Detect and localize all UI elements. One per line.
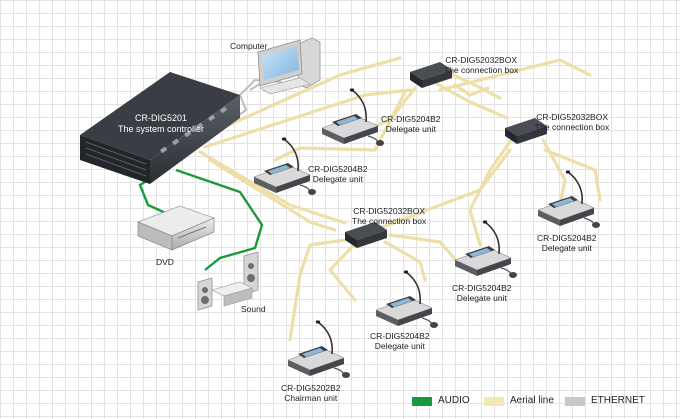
delegate-unit-5 [375, 270, 438, 328]
chairman-label: CR-DIG5202B2 Chairman unit [281, 383, 341, 403]
sound-system [197, 251, 259, 311]
connection-box-2 [505, 118, 547, 144]
controller-model: CR-DIG5201 [135, 113, 188, 123]
unit1-label: CR-DIG5204B2 Delegate unit [381, 114, 441, 134]
delegate-unit-4 [454, 220, 517, 278]
legend-ethernet-label: ETHERNET [591, 395, 645, 406]
delegate-unit-3 [537, 170, 600, 228]
computer-label: Computer [230, 41, 268, 51]
delegate-unit-1 [321, 88, 384, 146]
aerial-lines [198, 56, 602, 342]
controller-label: CR-DIG5201 The system controller [118, 113, 204, 135]
legend-ethernet-swatch [565, 397, 585, 406]
legend-aerial-swatch [484, 397, 504, 406]
controller-desc: The system controller [118, 124, 205, 134]
dvd-label: DVD [156, 257, 174, 267]
box2-label: CR-DIG52032BOX The connection box [535, 112, 610, 132]
box3-label: CR-DIG52032BOX The connection box [352, 206, 427, 226]
unit4-label: CR-DIG5204B2 Delegate unit [452, 283, 512, 303]
delegate-unit-2 [253, 137, 316, 195]
computer [257, 37, 321, 95]
legend-audio-swatch [412, 397, 432, 406]
connection-box-1 [410, 62, 452, 88]
connection-box-3 [345, 222, 387, 248]
chairman-unit [287, 320, 350, 378]
box1-label: CR-DIG52032BOX The connection box [444, 55, 519, 75]
legend-aerial-label: Aerial line [510, 395, 554, 406]
sound-label: Sound [241, 304, 266, 314]
legend-audio-label: AUDIO [438, 395, 470, 406]
unit2-label: CR-DIG5204B2 Delegate unit [308, 164, 368, 184]
system-controller [80, 72, 240, 184]
dvd-player [137, 205, 215, 251]
unit5-label: CR-DIG5204B2 Delegate unit [370, 331, 430, 351]
unit3-label: CR-DIG5204B2 Delegate unit [537, 233, 597, 253]
conference-units [253, 88, 600, 378]
